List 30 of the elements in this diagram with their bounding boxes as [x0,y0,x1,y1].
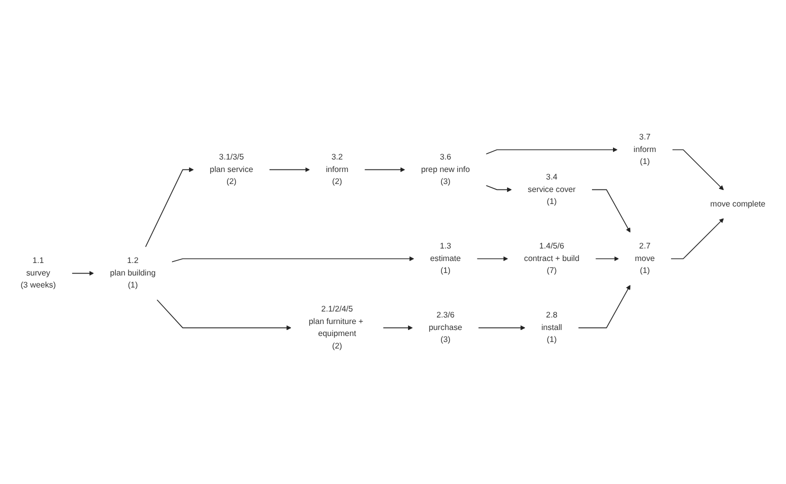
node-text: 1.1 survey (3 weeks) [20,256,56,290]
arrow [595,256,619,262]
arrow [486,185,512,192]
arrow [578,285,630,328]
arrow [591,189,630,233]
node-text: 2.7 move (1) [634,242,655,276]
node-text: 1.4/5/6 contract + build (7) [524,242,580,276]
arrow [672,150,724,190]
node-text: 2.8 install (1) [541,310,562,344]
arrow [382,326,413,330]
arrow [156,299,292,330]
node-text: 2.3/6 purchase (3) [428,310,462,344]
node-text: 1.3 estimate (1) [430,242,461,276]
arrow [72,271,94,276]
arrow [171,256,414,262]
node-text: 3.2 inform (2) [326,152,348,186]
arrow [269,168,310,172]
node-text: 3.1/3/5 plan service (2) [210,152,254,186]
arrow [145,168,194,248]
node-text: 1.2 plan building (1) [110,256,156,290]
arrow [364,168,406,172]
node-text: 3.6 prep new info (3) [421,152,470,186]
node-text: 3.7 inform (1) [634,132,656,166]
arrow [478,326,526,330]
arrow [670,218,724,260]
node-text: 2.1/2/4/5 plan furniture + equipment (2) [308,304,364,350]
node-text: move complete [710,199,766,209]
arrow [476,256,508,262]
arrow [486,148,618,155]
node-text: 3.4 service cover (1) [528,172,576,206]
